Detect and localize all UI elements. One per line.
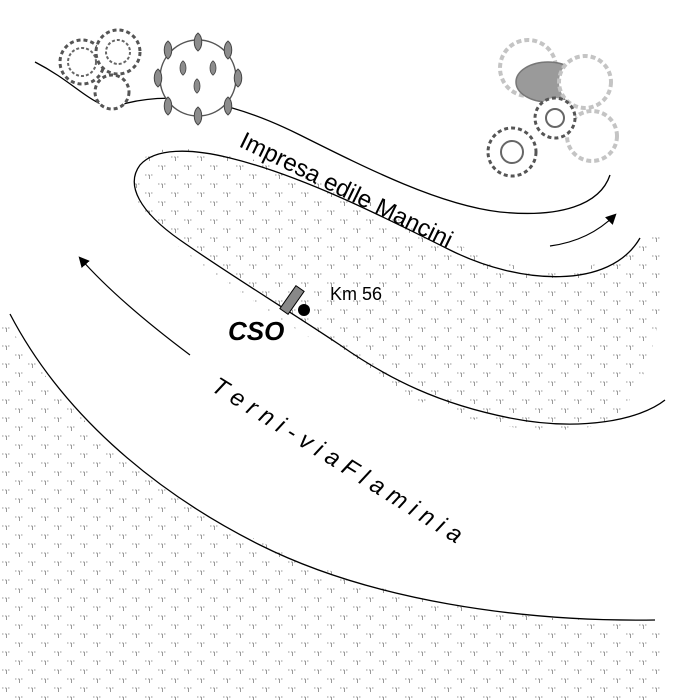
- tree-canopy-icon: [533, 96, 577, 140]
- tree-canopy-icon: [565, 109, 619, 163]
- arrow-road: [78, 256, 191, 356]
- arrow-driveway: [549, 213, 617, 247]
- site-label: CSO: [228, 316, 284, 346]
- field-island: [134, 148, 665, 430]
- road-edge-south: [9, 313, 656, 621]
- tree-canopy-icon: [93, 73, 131, 111]
- tree-canopy-icon: [94, 28, 142, 76]
- km-label: Km 56: [330, 284, 382, 304]
- site-marker-icon: [279, 284, 305, 316]
- field-south: [0, 315, 660, 700]
- km-point-icon: [298, 304, 310, 316]
- tree-canopy-icon: [153, 32, 243, 126]
- tree-canopy-icon: [557, 54, 613, 110]
- island-edge: [133, 150, 666, 425]
- tree-canopy-icon: [486, 126, 538, 178]
